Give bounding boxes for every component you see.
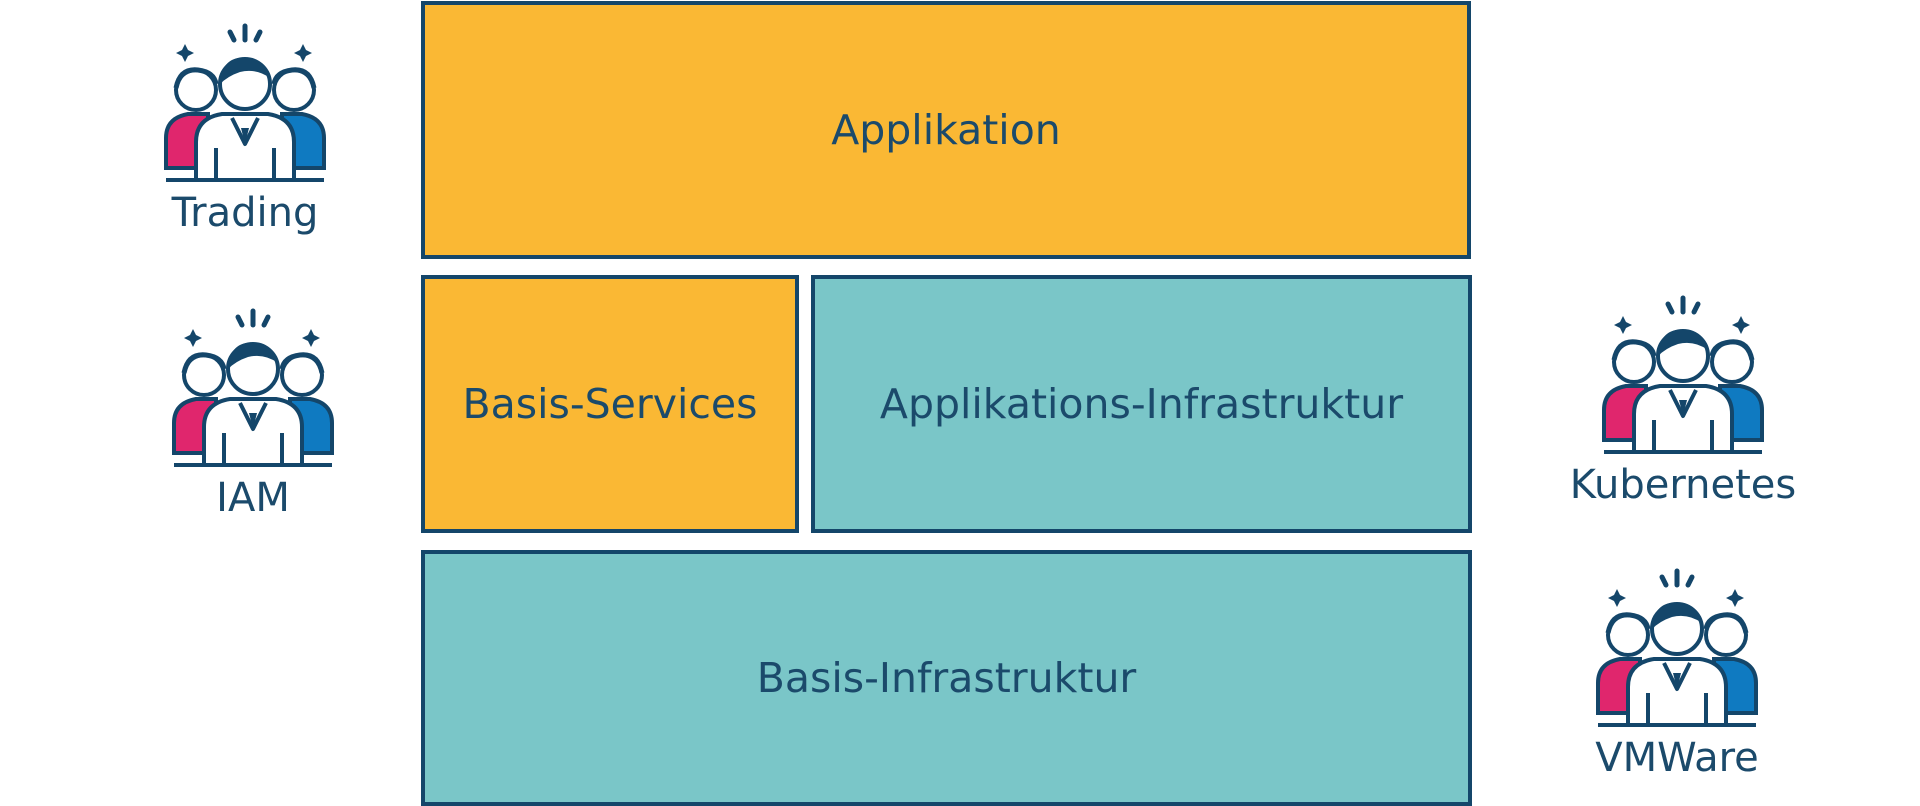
team-vmware: VMWare: [1557, 563, 1797, 781]
team-icon: [1592, 563, 1762, 733]
block-applikations-infrastruktur: Applikations-Infrastruktur: [811, 275, 1472, 533]
team-icon: [168, 303, 338, 473]
team-icon: [160, 18, 330, 188]
team-icon: [1598, 290, 1768, 460]
block-basis-infrastruktur: Basis-Infrastruktur: [421, 550, 1472, 806]
team-kubernetes-label: Kubernetes: [1569, 462, 1797, 508]
team-kubernetes: Kubernetes: [1563, 290, 1803, 508]
block-applikation: Applikation: [421, 1, 1471, 259]
team-trading-label: Trading: [171, 190, 319, 236]
team-vmware-label: VMWare: [1595, 735, 1759, 781]
team-iam: IAM: [133, 303, 373, 521]
block-applikations-infrastruktur-label: Applikations-Infrastruktur: [879, 380, 1404, 428]
team-trading: Trading: [125, 18, 365, 236]
block-applikation-label: Applikation: [831, 106, 1061, 154]
team-iam-label: IAM: [216, 475, 290, 521]
block-basis-infrastruktur-label: Basis-Infrastruktur: [756, 654, 1137, 702]
block-basis-services-label: Basis-Services: [462, 380, 758, 428]
block-basis-services: Basis-Services: [421, 275, 799, 533]
